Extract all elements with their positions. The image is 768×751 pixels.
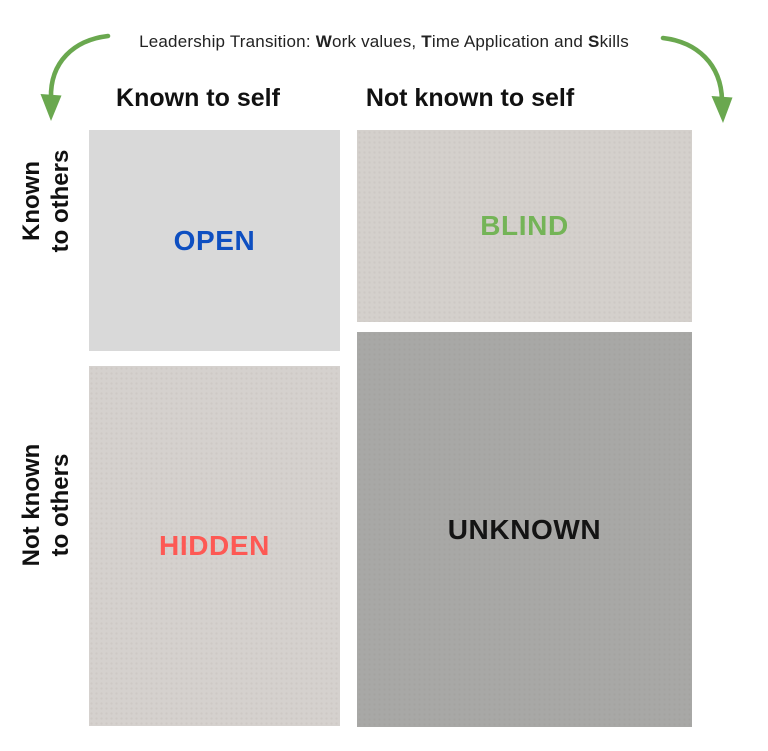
title-segment: Leadership Transition: [139, 32, 316, 51]
curved-arrow-left-icon [40, 33, 111, 121]
title-bold-letter: T [421, 32, 432, 51]
row-label-not-known-to-others: Not known to others [17, 444, 75, 567]
quadrant-blind-label: BLIND [480, 210, 569, 241]
title-bold-letter: W [315, 32, 332, 51]
quadrant-unknown-label: UNKNOWN [447, 513, 602, 545]
title-segment: kills [599, 32, 629, 51]
quadrant-open: OPEN [89, 130, 340, 351]
quadrant-hidden-label: HIDDEN [159, 530, 270, 561]
diagram-title: Leadership Transition: Work values, Time… [0, 31, 768, 52]
quadrant-unknown: UNKNOWN [357, 332, 692, 727]
column-header-not-known-to-self: Not known to self [365, 84, 575, 112]
row-label-known-to-others: Known to others [17, 150, 75, 253]
title-bold-letter: S [588, 32, 600, 51]
row-label-line: to others [47, 453, 74, 557]
title-segment: ime Application and [431, 32, 589, 51]
quadrant-blind: BLIND [357, 130, 692, 322]
row-label-line: Not known [18, 443, 45, 567]
quadrant-open-label: OPEN [173, 224, 256, 256]
quadrant-hidden: HIDDEN [89, 366, 340, 726]
row-label-line: Known [18, 161, 45, 241]
title-segment: ork values, [331, 32, 422, 51]
curved-arrow-right-icon [660, 35, 733, 123]
row-label-line: to others [47, 149, 74, 253]
column-header-known-to-self: Known to self [116, 84, 280, 112]
